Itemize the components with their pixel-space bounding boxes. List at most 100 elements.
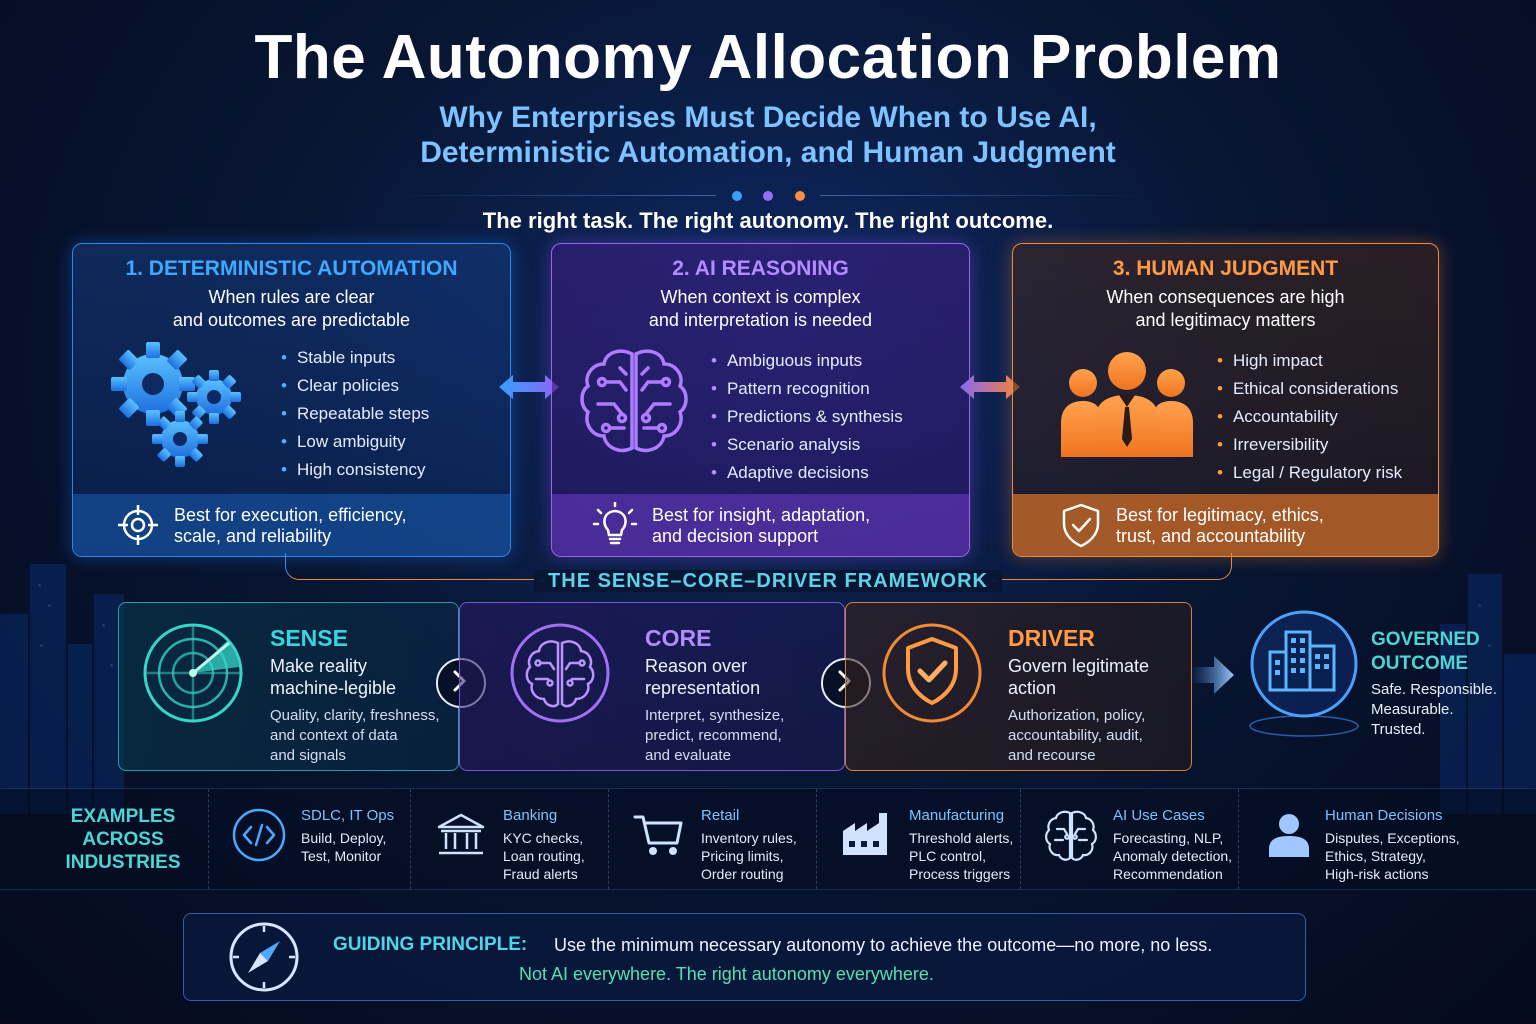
detail-line-3: High-risk actions [1325, 866, 1429, 882]
card-footer-text: Best for insight, adaptation, and decisi… [652, 505, 870, 547]
description-line-3: and recourse [1008, 747, 1096, 764]
detail-line-1: Forecasting, NLP, [1113, 830, 1224, 846]
example-details: KYC checks, Loan routing, Fraud alerts [503, 829, 585, 883]
description-line-2: predict, recommend, [645, 727, 782, 744]
framework-sense-description: Quality, clarity, freshness, and context… [270, 706, 440, 766]
tagline: The right task. The right autonomy. The … [482, 208, 1054, 233]
card-subtitle-line-1: When consequences are high [1106, 287, 1345, 307]
factory-icon [843, 813, 887, 855]
framework-core-subtitle: Reason over representation [645, 655, 760, 699]
description-line-2: Measurable. [1371, 701, 1454, 718]
shield-check-icon [882, 623, 982, 723]
double-arrow-icon [499, 375, 559, 399]
title-divider [386, 190, 1150, 202]
card-subtitle-line-2: and legitimacy matters [1135, 310, 1316, 330]
card-footer: Best for legitimacy, ethics, trust, and … [1013, 494, 1438, 556]
example-title: Manufacturing [909, 807, 1005, 824]
page-title: The Autonomy Allocation Problem [254, 23, 1282, 92]
detail-line-1: Disputes, Exceptions, [1325, 830, 1460, 846]
list-item: Accountability [1217, 403, 1402, 431]
card-footer-text: Best for execution, efficiency, scale, a… [174, 505, 406, 547]
framework-sense-title: SENSE [270, 625, 348, 651]
framework-driver: DRIVER Govern legitimate action Authoriz… [845, 602, 1192, 771]
list-item: Ethical considerations [1217, 375, 1402, 403]
detail-line-1: Build, Deploy, [301, 830, 387, 846]
example-title: SDLC, IT Ops [301, 807, 395, 824]
description-line-1: Quality, clarity, freshness, [270, 707, 440, 724]
card-footer-line-2: scale, and reliability [174, 526, 332, 546]
subtitle-line-2: action [1008, 678, 1057, 698]
person-icon [1269, 814, 1309, 857]
code-icon [232, 808, 286, 862]
guiding-principle-text: Use the minimum necessary autonomy to ac… [554, 935, 1213, 955]
framework-driver-title: DRIVER [1008, 625, 1095, 651]
card-bullet-list: High impact Ethical considerations Accou… [1217, 347, 1402, 487]
divider-dot-blue [732, 191, 742, 201]
description-line-3: and signals [270, 747, 346, 764]
card-deterministic-automation: 1. DETERMINISTIC AUTOMATION When rules a… [72, 243, 511, 557]
page-subtitle: Why Enterprises Must Decide When to Use … [0, 100, 1536, 170]
detail-line-3: Order routing [701, 866, 784, 882]
detail-line-3: Fraud alerts [503, 866, 578, 882]
list-item: Irreversibility [1217, 431, 1402, 459]
heading-line-2: ACROSS [82, 829, 164, 850]
detail-line-3: Process triggers [909, 866, 1011, 882]
guiding-principle-tagline: Not AI everywhere. The right autonomy ev… [519, 964, 934, 984]
framework-driver-description: Authorization, policy, accountability, a… [1008, 706, 1145, 766]
example-details: Inventory rules, Pricing limits, Order r… [701, 829, 797, 883]
detail-line-3: Recommendation [1113, 866, 1223, 882]
subtitle-line-1: Govern legitimate [1008, 656, 1150, 676]
subtitle-line-2: representation [645, 678, 761, 698]
people-icon [1061, 352, 1193, 457]
list-item: Scenario analysis [711, 431, 903, 459]
list-item: Low ambiguity [281, 428, 429, 456]
subtitle-line-1: Why Enterprises Must Decide When to Use … [439, 101, 1097, 134]
card-subtitle: When rules are clear and outcomes are pr… [73, 286, 510, 332]
example-retail: Retail Inventory rules, Pricing limits, … [608, 789, 817, 889]
list-item: Adaptive decisions [711, 459, 903, 487]
description-line-2: and context of data [270, 727, 398, 744]
list-item: High consistency [281, 456, 429, 484]
brain-circuit-icon [580, 349, 688, 453]
detail-line-2: Anomaly detection, [1113, 848, 1233, 864]
detail-line-1: KYC checks, [503, 830, 584, 846]
detail-line-2: PLC control, [909, 848, 987, 864]
description-line-1: Interpret, synthesize, [645, 707, 785, 724]
heading-line-1: EXAMPLES [70, 806, 176, 827]
detail-line-1: Inventory rules, [701, 830, 797, 846]
card-subtitle-line-2: and outcomes are predictable [172, 310, 411, 330]
example-title: Human Decisions [1325, 807, 1443, 824]
card-title: 2. AI REASONING [672, 257, 849, 280]
examples-heading: EXAMPLES ACROSS INDUSTRIES [40, 805, 206, 874]
list-item: Legal / Regulatory risk [1217, 459, 1402, 487]
card-footer: Best for execution, efficiency, scale, a… [73, 494, 510, 556]
example-details: Build, Deploy, Test, Monitor [301, 829, 386, 865]
detail-line-2: Ethics, Strategy, [1325, 848, 1426, 864]
card-subtitle-line-1: When rules are clear [208, 287, 375, 307]
examples-strip: EXAMPLES ACROSS INDUSTRIES SDLC, IT Ops … [0, 788, 1536, 890]
card-bullet-list: Ambiguous inputs Pattern recognition Pre… [711, 347, 903, 487]
framework-core-title: CORE [645, 625, 712, 651]
card-footer-text: Best for legitimacy, ethics, trust, and … [1116, 505, 1324, 547]
title-line-2: OUTCOME [1371, 653, 1469, 674]
card-human-judgment: 3. HUMAN JUDGMENT When consequences are … [1012, 243, 1439, 557]
card-ai-reasoning: 2. AI REASONING When context is complex … [551, 243, 970, 557]
shield-check-icon [1062, 503, 1100, 548]
description-line-3: Trusted. [1371, 721, 1426, 738]
card-footer-line-2: trust, and accountability [1116, 526, 1306, 546]
framework-title-text: THE SENSE–CORE–DRIVER FRAMEWORK [534, 570, 1002, 592]
card-footer: Best for insight, adaptation, and decisi… [552, 494, 969, 556]
example-ai-use-cases: AI Use Cases Forecasting, NLP, Anomaly d… [1020, 789, 1239, 889]
list-item: Stable inputs [281, 344, 429, 372]
example-title: AI Use Cases [1113, 807, 1205, 824]
example-banking: Banking KYC checks, Loan routing, Fraud … [410, 789, 613, 889]
building-icon [1249, 610, 1359, 737]
example-manufacturing: Manufacturing Threshold alerts, PLC cont… [816, 789, 1021, 889]
card-subtitle-line-2: and interpretation is needed [648, 310, 873, 330]
guiding-principle-box: GUIDING PRINCIPLE: Use the minimum neces… [183, 913, 1306, 1001]
description-line-1: Authorization, policy, [1008, 707, 1146, 724]
card-bullet-list: Stable inputs Clear policies Repeatable … [281, 344, 429, 484]
subtitle-line-1: Make reality [270, 656, 368, 676]
framework-driver-subtitle: Govern legitimate action [1008, 655, 1149, 699]
example-details: Disputes, Exceptions, Ethics, Strategy, … [1325, 829, 1460, 883]
